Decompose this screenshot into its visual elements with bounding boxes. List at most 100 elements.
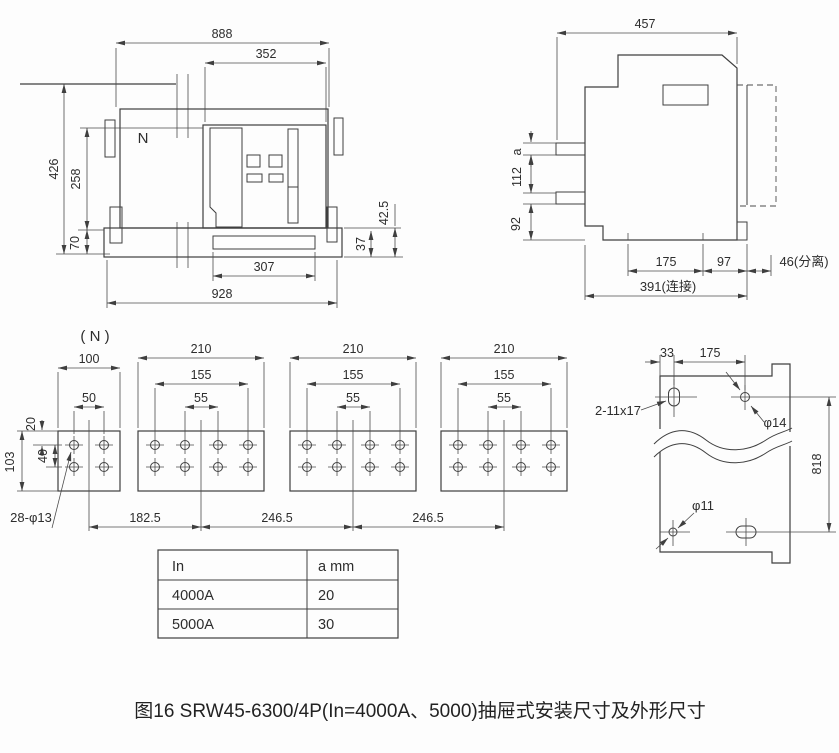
dim-plate2-hole-outer: 155 — [343, 368, 364, 382]
dim-nplate-width: 100 — [79, 352, 100, 366]
dim-plate1-width: 210 — [191, 342, 212, 356]
break-wave-lower — [653, 440, 793, 464]
dim-side-bottom-gap: 92 — [509, 217, 523, 231]
dim-side-tab-gap: 112 — [510, 167, 524, 187]
table-border — [157, 549, 399, 639]
table-header-a: a mm — [318, 559, 354, 575]
dim-front-height-base: 70 — [68, 236, 82, 250]
table-cell-in-row1: 4000A — [172, 588, 214, 604]
table-cell-a-row1: 20 — [318, 588, 334, 604]
mount-lower-outline — [659, 446, 791, 564]
separated-position-dashed — [737, 84, 777, 207]
face-button-1 — [246, 154, 261, 168]
face-label-1 — [246, 173, 263, 183]
slot-note-leader — [640, 400, 667, 411]
dim-front-width-face: 352 — [256, 47, 277, 61]
slot-note: 2-11x17 — [595, 403, 641, 418]
face-right-strip — [287, 128, 299, 224]
dim-front-width-cradle: 928 — [212, 287, 233, 301]
dim-plate3-hole-outer: 155 — [494, 368, 515, 382]
dim-plate3-hole-inner: 55 — [497, 391, 511, 405]
dim-front-base-thickness: 37 — [354, 237, 368, 251]
busbar-title: ( N ) — [80, 328, 109, 345]
hole-bottom-note: φ11 — [692, 498, 714, 513]
plate-centerlines — [88, 420, 505, 531]
dim-side-tab-thickness: a — [510, 148, 524, 155]
dim-mount-height: 818 — [810, 454, 824, 475]
dim-front-slot-width: 307 — [254, 260, 275, 274]
table-header-in: In — [172, 559, 184, 575]
table-gridlines — [158, 550, 398, 638]
mount-extension-lines — [659, 355, 746, 390]
holes-note-leader — [51, 451, 72, 529]
casing-outline — [119, 108, 329, 229]
hole-top-note: φ14 — [764, 415, 787, 430]
rail-foot — [736, 221, 748, 241]
hole14-leader-1 — [725, 371, 741, 391]
terminal-tab-upper — [555, 142, 586, 156]
side-extension-lines — [523, 37, 772, 300]
dim-side-rail-outer: 97 — [717, 255, 731, 269]
dim-pitch-n: 182.5 — [129, 511, 160, 525]
dim-nplate-top-offset: 20 — [24, 417, 38, 431]
hole11-leader-2 — [655, 537, 669, 550]
spec-table: In a mm 4000A 20 5000A 30 — [157, 549, 399, 639]
face-button-2 — [268, 154, 283, 168]
mount-view: 33 175 2-11x17 φ14 818 φ11 — [595, 346, 836, 564]
side-view-dimensions: 457 a 112 92 175 97 46(分离) 391(连接) — [509, 17, 829, 300]
dim-nplate-hole-span: 50 — [82, 391, 96, 405]
bracket-top-right — [333, 117, 344, 156]
face-label-2 — [268, 173, 284, 183]
n-pole-label: N — [138, 130, 149, 147]
busbar-dimensions: 100 50 20 40 103 210 155 55 210 155 55 2… — [3, 342, 568, 530]
base-tray — [103, 227, 343, 258]
front-extension-lines — [56, 48, 403, 308]
break-marks — [176, 74, 189, 268]
breaker-face-panel — [202, 124, 327, 229]
front-view: N 888 352 426 258 70 307 928 37 42.5 — [20, 27, 403, 308]
hole-centerlines — [655, 379, 836, 546]
base-tray-slot — [212, 235, 316, 250]
dim-side-depth-total: 457 — [635, 17, 656, 31]
dim-front-width-total: 888 — [212, 27, 233, 41]
front-view-dimensions: 888 352 426 258 70 307 928 37 42.5 — [47, 27, 403, 308]
hole11-leader-1 — [677, 512, 695, 529]
bracket-top-left — [104, 119, 116, 158]
dim-plate1-hole-inner: 55 — [194, 391, 208, 405]
figure-caption: 图16 SRW45-6300/4P(In=4000A、5000)抽屉式安装尺寸及… — [134, 700, 705, 722]
front-view-outline — [20, 74, 344, 268]
side-view: 457 a 112 92 175 97 46(分离) 391(连接) — [509, 17, 829, 300]
dim-front-base-height: 42.5 — [377, 201, 391, 225]
bracket-bottom-left — [109, 206, 123, 244]
rail-ticks — [627, 233, 704, 240]
dim-plate1-hole-outer: 155 — [191, 368, 212, 382]
busbar-view: ( N ) 100 50 — [3, 328, 568, 531]
dim-pitch-phase-1: 246.5 — [261, 511, 292, 525]
dim-side-connected: 391(连接) — [640, 279, 696, 294]
mount-outline — [653, 363, 836, 564]
side-nameplate — [662, 84, 709, 106]
busbar-extension-lines — [17, 362, 568, 492]
table-cell-in-row2: 5000A — [172, 617, 214, 633]
dim-plate2-width: 210 — [343, 342, 364, 356]
dim-plate2-hole-inner: 55 — [346, 391, 360, 405]
dim-pitch-phase-2: 246.5 — [412, 511, 443, 525]
busbar-plates — [57, 420, 568, 531]
dim-mount-edge: 33 — [660, 346, 674, 360]
face-left-door — [209, 127, 243, 228]
dim-front-height-face: 258 — [69, 169, 83, 190]
holes-note: 28-φ13 — [10, 510, 52, 525]
mount-dimensions: 33 175 2-11x17 φ14 818 φ11 — [595, 346, 832, 550]
side-view-outline — [555, 54, 777, 241]
bracket-bottom-right — [326, 206, 338, 243]
dim-side-rail-inner: 175 — [656, 255, 677, 269]
table-cell-a-row2: 30 — [318, 617, 334, 633]
bolt-holes — [64, 435, 561, 477]
dim-front-height-total: 426 — [47, 159, 61, 180]
dim-mount-hole-span: 175 — [700, 346, 721, 360]
terminal-tab-lower — [555, 191, 586, 205]
dim-side-separated: 46(分离) — [779, 254, 828, 269]
dim-nplate-height: 103 — [3, 452, 17, 473]
